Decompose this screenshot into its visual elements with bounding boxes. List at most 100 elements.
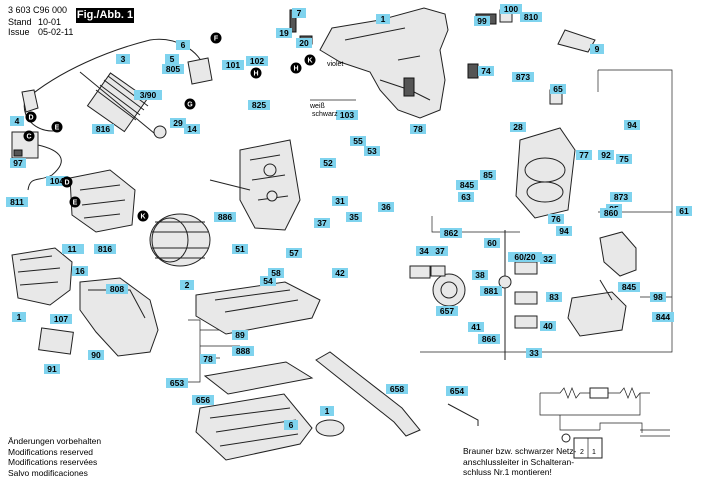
part-label-text: 866 [482,334,496,344]
marker-circle [23,130,35,142]
part-label-box [416,246,432,256]
part-label-16: 16 [72,266,88,276]
part-label-box [12,312,26,322]
part-label-box [546,292,562,302]
part-label-9: 9 [590,44,604,54]
part-label-box [440,228,462,238]
part-label-844: 844 [652,312,674,322]
part-label-text: 74 [481,66,491,76]
part-label-90: 90 [88,350,104,360]
part-label-text: 16 [75,266,85,276]
footer-line: schluss Nr.1 montieren! [463,467,552,477]
part-label-box [332,196,348,206]
part-label-74: 74 [478,66,494,76]
part-label-57: 57 [286,248,302,258]
part-label-55: 55 [350,136,366,146]
figure-tag: Fig./Abb. 1 [76,8,134,23]
part-label-box [500,4,522,14]
part-label-653: 653 [166,378,188,388]
part-label-box [162,64,184,74]
part-label-text: 78 [203,354,213,364]
part-label-100: 100 [500,4,522,14]
wire-label-schwarz: schwarz [312,111,338,118]
part-label-text: 6 [181,40,186,50]
part-label-text: 654 [450,386,464,396]
footer-line: Brauner bzw. schwarzer Netz- [463,446,577,456]
part-label-866: 866 [478,334,500,344]
part-label-text: 36 [381,202,391,212]
part-label-text: 32 [543,254,553,264]
plunger [498,230,538,360]
part-label-box [260,276,276,286]
part-label-text: 656 [196,395,210,405]
part-label-text: 54 [263,276,273,286]
part-label-text: 862 [444,228,458,238]
footer-line: Salvo modificaciones [8,467,88,478]
part-label-text: 94 [627,120,637,130]
part-label-text: 34 [419,246,429,256]
part-label-58: 58 [268,268,284,278]
part-label-box [526,348,542,358]
part-number-code: 3 603 C96 000 [8,5,68,15]
part-label-text: 33 [529,348,539,358]
part-label-text: 873 [614,192,628,202]
part-label-box [284,420,298,430]
part-label-76: 76 [548,214,564,224]
terminal-label-1: 1 [592,449,596,456]
part-label-text: 60/20 [514,252,536,262]
part-label-1: 1 [376,14,390,24]
part-label-box [576,150,592,160]
part-label-text: 55 [353,136,363,146]
part-label-box [232,244,248,254]
part-label-box [346,212,362,222]
part-label-box [480,286,502,296]
part-label-75: 75 [616,154,632,164]
part-label-4: 4 [10,116,24,126]
part-label-text: 83 [549,292,559,302]
part-label-text: 3 [121,54,126,64]
part-label-text: 102 [250,56,264,66]
part-label-text: 57 [289,248,299,258]
housing-top [319,7,449,119]
part-label-825: 825 [248,100,270,110]
marker-letter: E [55,125,60,132]
marker-circle [210,32,222,44]
part-label-text: 37 [435,246,445,256]
part-label-text: 658 [390,384,404,394]
part-label-box [598,150,614,160]
part-label-29: 29 [170,118,186,128]
part-label-box [478,66,494,76]
part-label-810: 810 [520,12,542,22]
part-label-box [170,118,186,128]
part-label-box [332,268,348,278]
part-label-box [540,321,556,331]
part-label-63: 63 [458,192,474,202]
part-label-text: 1 [17,312,22,322]
field-coil [149,213,211,267]
housing-shell-left [11,247,159,357]
part-label-1: 1 [12,312,26,322]
part-label-box [50,314,72,324]
part-label-text: 805 [166,64,180,74]
part-label-805: 805 [162,64,184,74]
part-label-box [134,90,162,100]
part-label-text: 53 [367,146,377,156]
part-label-text: 31 [335,196,345,206]
base-plate-lower [195,393,313,461]
part-label-text: 873 [516,72,530,82]
part-label-box [232,346,254,356]
part-label-box [44,364,60,374]
part-label-text: 104 [50,176,64,186]
part-label-text: 40 [543,321,553,331]
part-label-text: 76 [551,214,561,224]
part-label-60-20: 60/20 [508,252,542,262]
part-label-text: 94 [559,226,569,236]
part-label-text: 41 [471,322,481,332]
part-label-text: 816 [96,124,110,134]
marker-g: G [184,98,196,110]
part-label-60: 60 [484,238,500,248]
part-label-box [72,266,88,276]
part-label-14: 14 [184,124,200,134]
guide-roller [567,231,637,337]
part-label-36: 36 [378,202,394,212]
